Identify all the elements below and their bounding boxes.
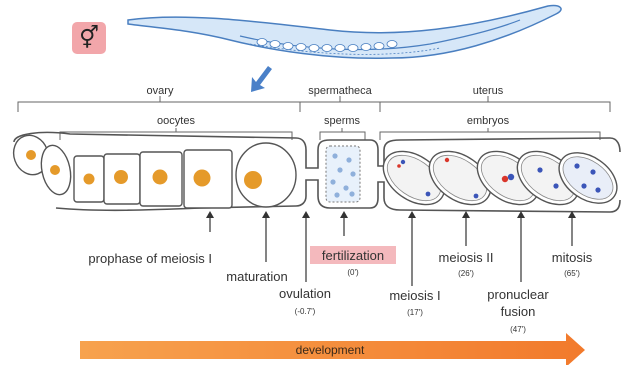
oocyte-2-nucleus — [50, 165, 60, 175]
stage-meiosis2-label: meiosis II — [439, 250, 494, 265]
stage-mitosis-label: mitosis — [552, 250, 593, 265]
stage-mitosis-time: (65') — [564, 269, 580, 278]
oocyte-7-mature — [236, 143, 296, 207]
stage-fertilization-label: fertilization — [322, 248, 384, 263]
stage-fertilization-time: (0') — [347, 268, 359, 277]
stage-ovulation-time: (-0.7') — [295, 307, 316, 316]
development-label: development — [296, 343, 365, 357]
oocyte-6-nucleus — [194, 170, 211, 187]
oocyte-3-nucleus — [84, 174, 95, 185]
stage-pronuclear-label-1: pronuclear — [487, 287, 549, 302]
oocyte-row — [8, 130, 296, 208]
group-embryos-label: embryos — [467, 115, 510, 127]
group-sperms-label: sperms — [324, 115, 361, 127]
oocyte-4-nucleus — [114, 170, 128, 184]
group-oocytes-label: oocytes — [157, 115, 195, 127]
region-spermatheca-label: spermatheca — [308, 85, 372, 97]
oocyte-5-nucleus — [153, 170, 168, 185]
oocyte-7-nucleus — [244, 171, 262, 189]
region-brackets — [18, 96, 610, 140]
stage-prophase-label: prophase of meiosis I — [88, 251, 212, 266]
stage-meiosis1-time: (17') — [407, 308, 423, 317]
stage-meiosis2-time: (26') — [458, 269, 474, 278]
region-uterus-label: uterus — [473, 85, 504, 97]
embryo-row — [374, 140, 623, 215]
worm-illustration — [128, 6, 561, 59]
spermatheca — [326, 146, 360, 202]
zoom-arrow-icon — [251, 66, 272, 92]
stage-ovulation-label: ovulation — [279, 286, 331, 301]
stage-maturation-label: maturation — [226, 269, 287, 284]
stage-pronuclear-label-2: fusion — [501, 304, 536, 319]
stage-pronuclear-time: (47') — [510, 325, 526, 334]
stage-meiosis1-label: meiosis I — [389, 288, 440, 303]
hermaphrodite-symbol: ⚥ — [79, 24, 99, 50]
region-ovary-label: ovary — [147, 85, 174, 97]
oocyte-1-nucleus — [26, 150, 36, 160]
